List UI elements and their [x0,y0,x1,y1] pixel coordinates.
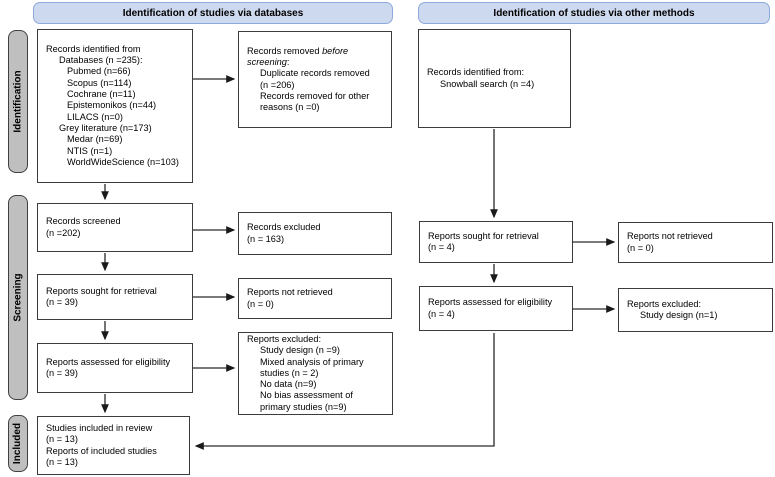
box-text-line: (n =206) [260,79,295,90]
box-reports-excluded-databases: Reports excluded:Study design (n =9)Mixe… [238,332,393,415]
box-reports-excluded-other: Reports excluded:Study design (n=1) [618,288,773,332]
box-text-line: Reports assessed for eligibility [428,297,553,308]
box-text-line: (n = 0) [627,242,654,253]
box-text-line: Reports excluded: [627,298,702,309]
header-label: Identification of studies via other meth… [493,7,695,19]
box-text-line: Reports not retrieved [247,287,333,298]
box-reports-assessed-databases: Reports assessed for eligibility(n = 39) [37,343,193,393]
box-text-line: primary studies (n=9) [260,401,347,412]
box-studies-included: Studies included in review(n = 13)Report… [37,416,190,475]
header-identification-via-databases: Identification of studies via databases [33,2,393,24]
box-text-line: (n = 13) [46,434,78,445]
box-records-screened: Records screened(n =202) [37,203,193,252]
box-text-line: Cochrane (n=11) [67,89,136,100]
box-text-line: (n = 163) [247,233,285,244]
box-text-line: Studies included in review [46,422,153,433]
box-text-line: (n = 4) [428,308,455,319]
box-reports-not-retrieved-databases: Reports not retrieved(n = 0) [238,278,392,319]
box-text-line: Reports assessed for eligibility [46,356,171,367]
box-text-line: Reports sought for retrieval [428,230,539,241]
box-text-line: (n = 0) [247,298,274,309]
box-text-line: Epistemonikos (n=44) [67,100,157,111]
box-text-line: (n =202) [46,227,81,238]
box-text-line: Duplicate records removed [260,68,370,79]
stage-label-screening: Screening [8,195,28,400]
box-text-line: Records identified from [46,43,141,54]
box-text-line: Mixed analysis of primary [260,356,364,367]
box-text-line: (n = 39) [46,297,78,307]
box-text-line: Snowball search (n =4) [440,78,535,89]
stage-label-text: Screening [12,273,24,322]
box-text-line: Study design (n =9) [260,345,340,356]
box-text-line: reasons (n =0) [260,102,320,113]
box-text-line: Reports excluded: [247,333,322,344]
box-records-excluded: Records excluded(n = 163) [238,212,392,255]
box-text-line: studies (n = 2) [260,367,319,378]
box-text-line: LILACS (n=0) [67,111,123,122]
box-text-line: Reports sought for retrieval [46,285,157,296]
box-text-line: Records removed for other [260,90,370,101]
box-text-line: No bias assessment of [260,390,353,401]
box-text-line: Scopus (n=114) [67,77,132,88]
box-text-line: (n = 4) [428,242,455,252]
box-reports-not-retrieved-other: Reports not retrieved(n = 0) [618,222,773,263]
box-reports-assessed-other: Reports assessed for eligibility(n = 4) [419,286,573,331]
box-text-line: Reports not retrieved [627,231,713,242]
box-text-line: Grey literature (n=173) [59,122,152,133]
box-text-line: Medar (n=69) [67,134,123,145]
stage-label-text: Identification [12,70,24,133]
stage-label-text: Included [12,422,24,465]
stage-label-identification: Identification [8,30,28,173]
box-text-line: (n = 13) [46,456,78,467]
header-label: Identification of studies via databases [122,7,304,19]
header-identification-via-other-methods: Identification of studies via other meth… [418,2,770,24]
box-text-line: NTIS (n=1) [67,145,113,156]
box-records-identified-other-methods: Records identified from:Snowball search … [418,29,571,128]
box-reports-sought-databases: Reports sought for retrieval(n = 39) [37,274,193,320]
box-text-line: Records removed before [247,45,349,56]
box-reports-sought-other: Reports sought for retrieval(n = 4) [419,221,573,263]
box-text-line: (n = 39) [46,368,78,378]
stage-label-included: Included [8,415,28,472]
box-text-line: No data (n=9) [260,379,317,390]
box-text-line: Records screened [46,216,121,227]
box-text-line: Study design (n=1) [640,310,718,320]
box-text-line: WorldWideScience (n=103) [67,156,179,167]
box-text-line: Databases (n =235): [59,55,143,66]
box-text-line: Records excluded [247,222,321,233]
box-text-line: Records identified from: [427,67,525,78]
box-text-line: screening: [247,56,290,67]
box-text-line: Pubmed (n=66) [67,66,131,77]
box-text-line: Reports of included studies [46,445,157,456]
